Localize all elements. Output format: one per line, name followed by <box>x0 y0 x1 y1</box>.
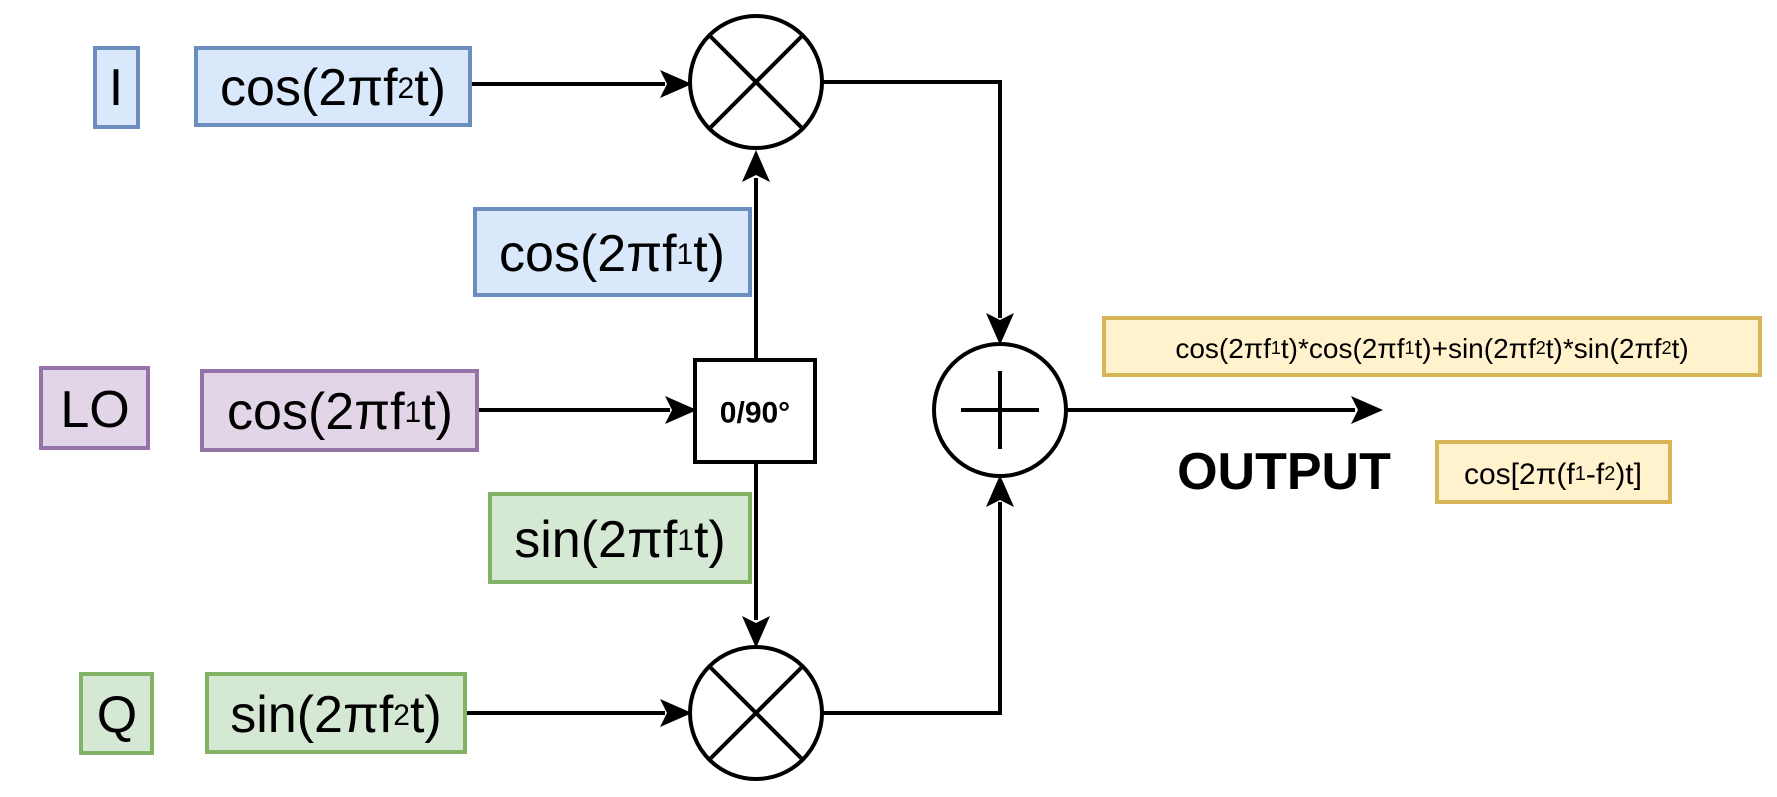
lo-q-box <box>488 492 752 584</box>
output-expression-box <box>1102 316 1762 377</box>
phase-shifter-label: 0/90° <box>720 397 790 430</box>
wire-top-mixer-to-combiner <box>822 80 1002 318</box>
input-lo: LO <box>39 366 150 450</box>
input-label-q: Q <box>97 686 137 744</box>
multiply-stroke <box>707 664 805 762</box>
arrowhead <box>660 699 692 727</box>
output-result-text: cos[2π(f1-f2)t] <box>1464 458 1642 491</box>
lo-i-box <box>473 207 752 297</box>
output-expression-text: cos(2πf1t)*cos(2πf1t)+sin(2πf2t)*sin(2πf… <box>1175 333 1688 364</box>
wires <box>465 70 1383 727</box>
signal-lo: cos(2πf1t) <box>200 369 479 452</box>
input-label-lo: LO <box>60 381 129 439</box>
output-expression: cos(2πf1t)*cos(2πf1t)+sin(2πf2t)*sin(2πf… <box>1102 316 1762 377</box>
label-box-lo <box>39 366 150 450</box>
arrowhead <box>660 70 692 98</box>
arrowhead <box>742 616 770 648</box>
mixer-top <box>688 14 824 150</box>
signal-box-i <box>194 46 472 127</box>
mixer-bottom <box>688 645 824 781</box>
signal-text-q: sin(2πf2t) <box>230 686 442 744</box>
phase-shifter: 0/90° <box>693 358 817 464</box>
label-box-i <box>93 46 140 129</box>
signal-q: sin(2πf2t) <box>205 672 467 754</box>
signal-text-i: cos(2πf2t) <box>220 59 446 117</box>
arrowhead <box>986 313 1014 345</box>
input-label-i: I <box>109 59 123 117</box>
signal-box-lo <box>200 369 479 452</box>
lo-i-branch-label: cos(2πf1t) <box>473 207 752 297</box>
arrowhead <box>1351 396 1383 424</box>
signal-box-q <box>205 672 467 754</box>
label-box-q <box>79 672 154 755</box>
arrowhead <box>742 150 770 182</box>
phase-shifter-box <box>693 358 817 464</box>
arrowhead <box>986 475 1014 507</box>
input-i: I <box>93 46 140 129</box>
wire-bottom-mixer-to-combiner <box>822 502 1002 715</box>
multiply-stroke <box>707 33 805 131</box>
output-result: cos[2π(f1-f2)t] <box>1435 440 1672 504</box>
input-q: Q <box>79 672 154 755</box>
combiner <box>932 342 1068 478</box>
signal-text-lo: cos(2πf1t) <box>227 383 453 441</box>
lo-q-text: sin(2πf1t) <box>514 511 726 569</box>
output-label: OUTPUT <box>1177 443 1391 501</box>
lo-i-text: cos(2πf1t) <box>499 225 725 283</box>
output-result-box <box>1435 440 1672 504</box>
signal-i: cos(2πf2t) <box>194 46 472 127</box>
arrowhead <box>665 396 697 424</box>
lo-q-branch-label: sin(2πf1t) <box>488 492 752 584</box>
